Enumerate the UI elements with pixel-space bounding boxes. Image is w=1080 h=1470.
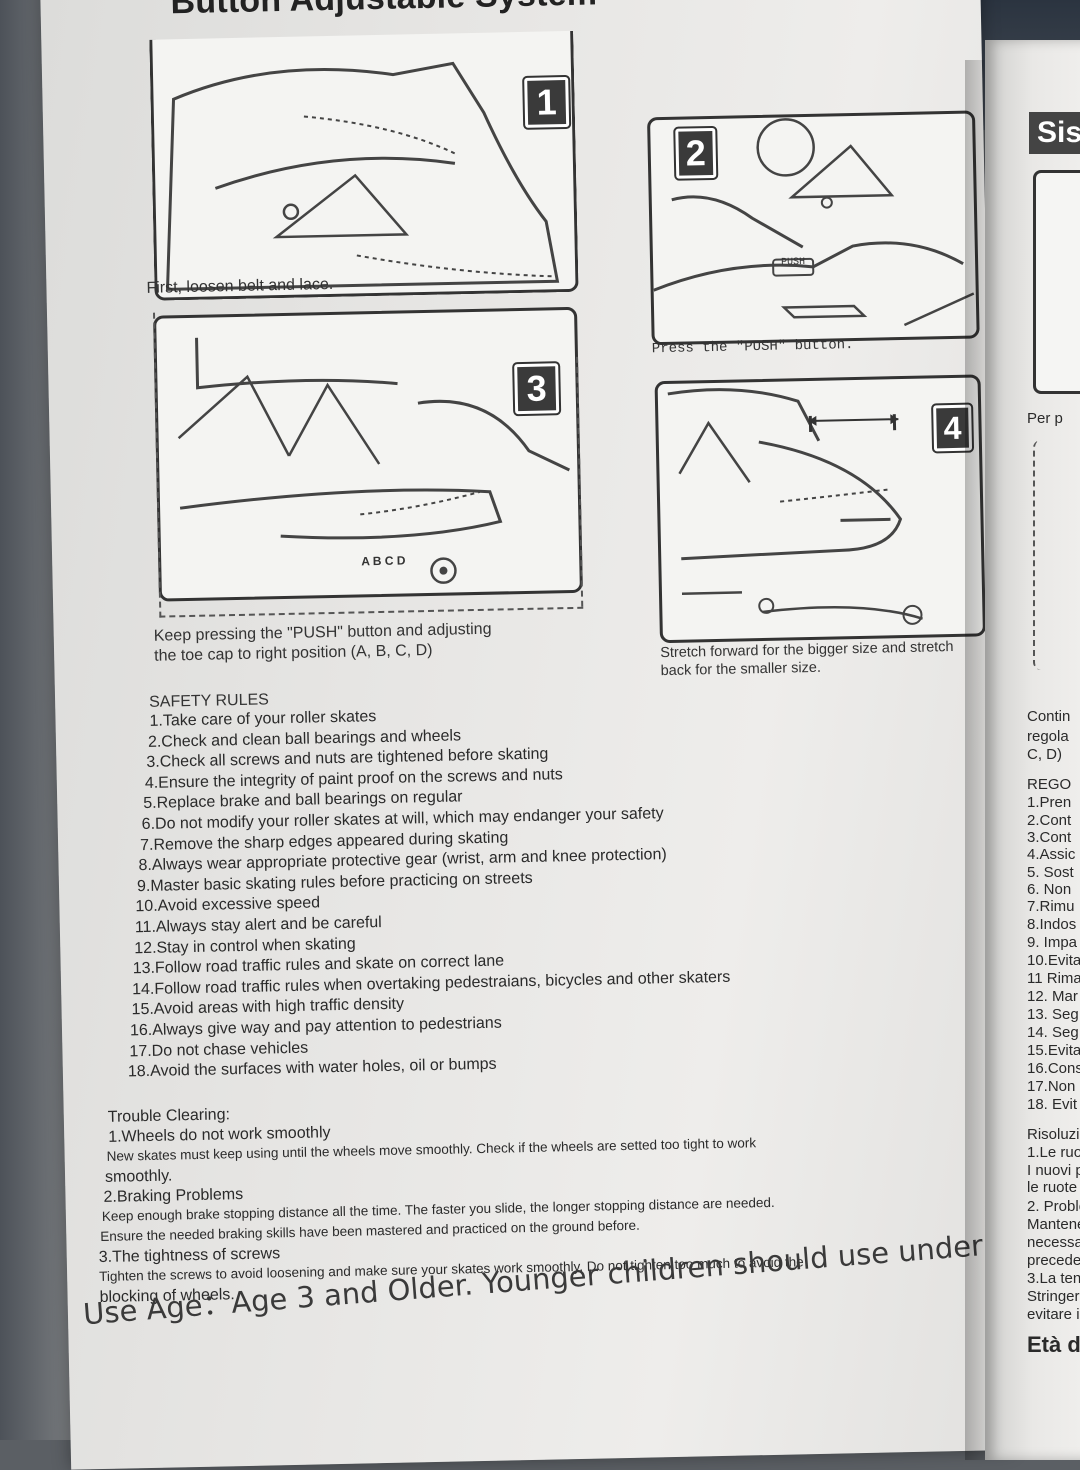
- right-rule: 5. Sost: [1027, 864, 1074, 881]
- manual-right-page: Sis Per p Contin regola C, D) REGO 1.Pre…: [985, 40, 1080, 1460]
- skate-sketch-1: [165, 61, 560, 291]
- right-rule: 18. Evit: [1027, 1096, 1078, 1113]
- step-2-illustration: PUSH: [647, 110, 980, 346]
- right-trouble-line: 3.La ten: [1027, 1270, 1080, 1287]
- safety-rules-list: 1.Take care of your roller skates 2.Chec…: [115, 696, 943, 1084]
- right-rule: 8.Indos: [1027, 916, 1077, 933]
- right-rule: 15.Evita: [1027, 1042, 1080, 1059]
- right-trouble-line: I nuovi p: [1027, 1162, 1080, 1179]
- right-step-illustration-3: [1033, 440, 1080, 670]
- right-page-title: Sis: [1029, 112, 1080, 154]
- right-rule: 1.Pren: [1027, 794, 1072, 811]
- dashed-guide-bottom: [152, 303, 584, 618]
- right-rule: 13. Seg: [1027, 1006, 1079, 1023]
- safety-rules-title: SAFETY RULES: [148, 691, 270, 711]
- step-4-illustration: [654, 374, 986, 644]
- right-rule: 7.Rimu: [1027, 898, 1075, 915]
- right-trouble-title: Risoluzi: [1027, 1126, 1080, 1143]
- right-rule: 3.Cont: [1027, 829, 1072, 846]
- right-rule: 16.Cons: [1027, 1060, 1080, 1077]
- right-trouble-line: necessa: [1027, 1234, 1080, 1251]
- manual-left-page: Button Adjustable System 1 First, loosen…: [40, 0, 1080, 1470]
- skate-sketch-2: [653, 118, 975, 327]
- step-1-badge: 1: [524, 76, 570, 128]
- page-title: Button Adjustable System: [170, 0, 597, 22]
- right-use-age: Età di: [1027, 1332, 1080, 1357]
- right-caption-line: regola: [1027, 728, 1069, 745]
- right-rule: 14. Seg: [1027, 1024, 1079, 1041]
- right-caption-line: C, D): [1027, 746, 1062, 763]
- right-rule: 10.Evita: [1027, 952, 1080, 969]
- right-step-illustration-1: [1033, 170, 1080, 394]
- right-rules-title: REGO: [1027, 776, 1072, 793]
- step-3-caption-line1: Keep pressing the "PUSH" button and adju…: [153, 620, 492, 645]
- right-trouble-line: 2. Proble: [1027, 1198, 1080, 1215]
- step-4-caption-line1: Stretch forward for the bigger size and …: [660, 639, 954, 662]
- push-button-label: PUSH: [780, 257, 806, 269]
- right-rule: 11 Rima: [1027, 970, 1080, 987]
- right-rule: 12. Mar: [1027, 988, 1078, 1005]
- step-1-illustration: [149, 30, 579, 301]
- right-trouble-line: Mantene: [1027, 1216, 1080, 1233]
- right-rule: 2.Cont: [1027, 812, 1072, 829]
- right-rule: 4.Assic: [1027, 846, 1076, 863]
- step-2-badge: 2: [675, 127, 717, 179]
- step-4-caption-line2: back for the smaller size.: [660, 659, 822, 680]
- right-step-caption: Per p: [1027, 410, 1063, 427]
- right-rule: 6. Non: [1027, 881, 1072, 898]
- step-2-caption: Press the "PUSH" button.: [651, 337, 854, 358]
- skate-sketch-4: [667, 388, 923, 625]
- right-rule: 9. Impa: [1027, 934, 1078, 951]
- right-trouble-line: le ruote: [1027, 1179, 1078, 1196]
- right-trouble-line: 1.Le ruo: [1027, 1144, 1080, 1161]
- step-3-illustration: A B C D: [153, 306, 583, 602]
- right-trouble-line: evitare il: [1027, 1306, 1080, 1323]
- right-caption-line: Contin: [1027, 708, 1071, 725]
- step-3-caption-line2: the toe cap to right position (A, B, C, …: [154, 641, 433, 665]
- right-rule: 17.Non: [1027, 1078, 1076, 1095]
- right-trouble-line: precede: [1027, 1252, 1080, 1269]
- skate-sketch-3: [177, 337, 571, 584]
